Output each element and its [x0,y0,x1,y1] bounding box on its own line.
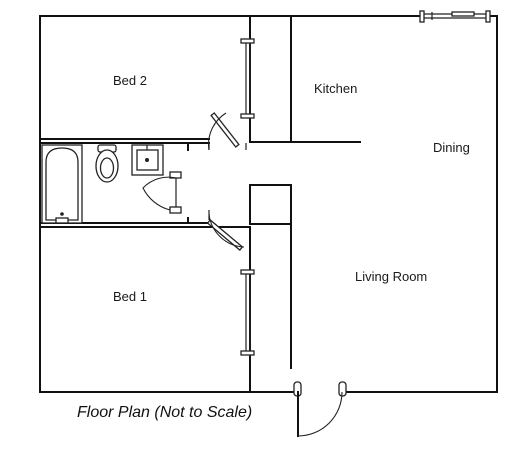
front-door [293,381,347,437]
interior-walls [39,15,361,393]
bathtub-icon [41,144,83,224]
plan-caption: Floor Plan (Not to Scale) [77,404,253,421]
toilet-icon [95,144,119,183]
room-label-bed2: Bed 2 [113,73,147,88]
window-icon [419,10,491,23]
door-bed2 [208,112,247,151]
closet-door-bed1 [240,269,255,356]
closet-door-bed2 [240,38,255,119]
room-label-bed1: Bed 1 [113,289,147,304]
room-label-living-room: Living Room [355,269,427,284]
outer-walls [39,15,498,393]
door-bed1 [206,210,245,251]
door-bathroom [142,171,182,214]
sink-icon [131,144,164,176]
room-label-dining: Dining [433,140,470,155]
room-label-kitchen: Kitchen [314,81,357,96]
